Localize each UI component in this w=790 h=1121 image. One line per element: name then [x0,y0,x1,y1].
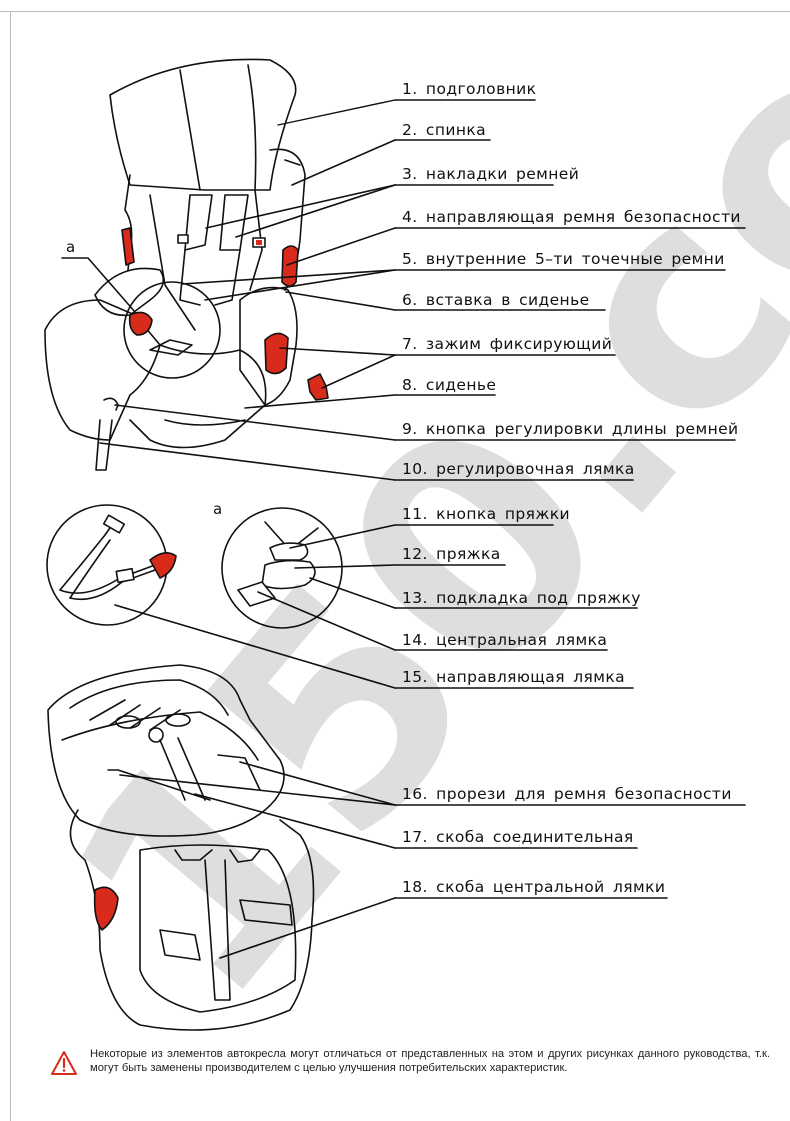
label-seat-insert: 6. вставка в сиденье [402,291,590,309]
label-buckle-pad: 13. подкладка под пряжку [402,589,641,607]
detail-marker-a-buckle: a [213,500,222,518]
disclaimer-note: Некоторые из элементов автокресла могут … [90,1048,770,1075]
car-seat-front-view [45,59,745,480]
label-backrest: 2. спинка [402,121,486,139]
label-belt-guide: 4. направляющая ремня безопасности [402,208,741,226]
label-connecting-bracket: 17. скоба соединительная [402,828,634,846]
label-central-strap: 14. центральная лямка [402,631,607,649]
label-seatbelt-slots: 16. прорези для ремня безопасности [402,785,732,803]
label-central-strap-bracket: 18. скоба центральной лямки [402,878,665,896]
label-buckle-button: 11. кнопка пряжки [402,505,570,523]
label-headrest: 1. подголовник [402,80,536,98]
detail-marker-a-top: a [66,238,75,256]
label-buckle: 12. пряжка [402,545,501,563]
label-five-point-belts: 5. внутренние 5–ти точечные ремни [402,250,725,268]
label-guide-strap: 15. направляющая лямка [402,668,625,686]
car-seat-rear-view [48,665,745,1030]
detail-strap-view [47,505,395,688]
label-seat: 8. сиденье [402,376,496,394]
label-fixing-clamp: 7. зажим фиксирующий [402,335,612,353]
warning-triangle-icon [50,1050,78,1076]
label-adjust-strap: 10. регулировочная лямка [402,460,635,478]
label-belt-pads: 3. накладки ремней [402,165,579,183]
label-belt-adjust-button: 9. кнопка регулировки длины ремней [402,420,739,438]
